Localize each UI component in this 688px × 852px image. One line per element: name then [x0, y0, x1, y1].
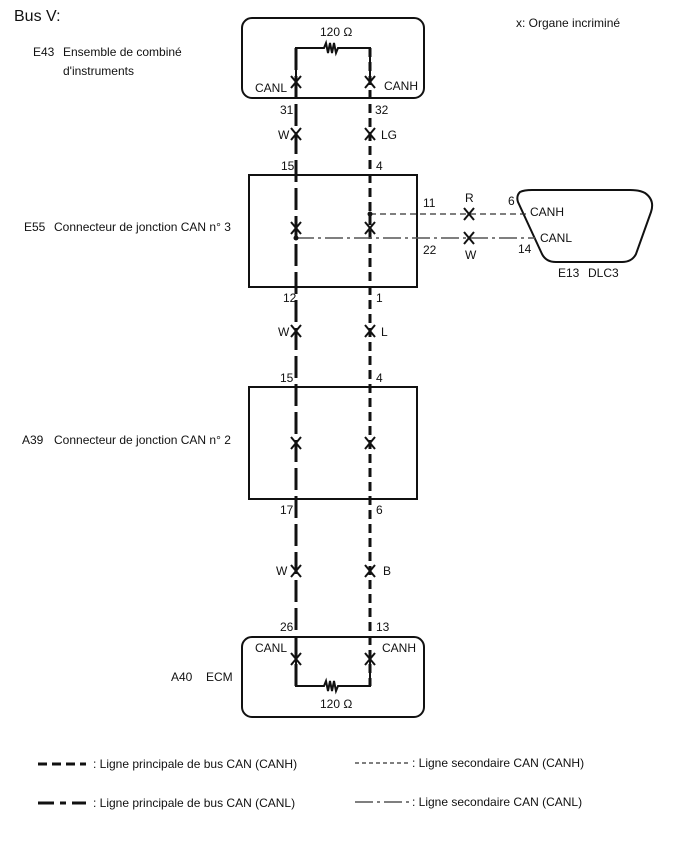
x-marker — [290, 564, 302, 578]
wire-color-dlc-canh: R — [465, 191, 474, 205]
a40-resistor-label: 120 Ω — [320, 697, 353, 711]
wire-color-canl-3: W — [276, 564, 288, 578]
e43-resistor — [295, 39, 371, 82]
a39-name: Connecteur de jonction CAN n° 2 — [54, 433, 231, 447]
x-marker — [364, 436, 376, 450]
e55-pin-top-canh: 4 — [376, 159, 383, 173]
a39-box — [248, 386, 418, 500]
legend-main-canl: : Ligne principale de bus CAN (CANL) — [93, 796, 296, 810]
x-marker — [290, 324, 302, 338]
e55-name: Connecteur de jonction CAN n° 3 — [54, 220, 231, 234]
a40-pin-canl: 26 — [280, 620, 294, 634]
x-marker — [364, 75, 376, 89]
a40-canl-label: CANL — [255, 641, 288, 655]
e43-pin-canl: 31 — [280, 103, 294, 117]
wire-color-canl-1: W — [278, 128, 290, 142]
e55-pin-bot-canl: 12 — [283, 291, 297, 305]
e55-box — [248, 174, 418, 288]
e55-pin-bot-canh: 1 — [376, 291, 383, 305]
diagram-title: Bus V: — [14, 8, 61, 25]
wire-color-dlc-canl: W — [465, 248, 477, 262]
a39-code: A39 — [22, 433, 44, 447]
x-marker — [290, 436, 302, 450]
wire-color-canh-1: LG — [381, 128, 398, 142]
e55-pin-out-canl: 22 — [423, 243, 437, 257]
e13-name: DLC3 — [588, 266, 619, 280]
a40-code: A40 — [171, 670, 193, 684]
fault-markers — [290, 75, 475, 666]
e13-code: E13 — [558, 266, 580, 280]
e55-pin-top-canl: 15 — [281, 159, 295, 173]
legend-main-canh: : Ligne principale de bus CAN (CANH) — [93, 757, 298, 771]
a39-pin-top-canl: 15 — [280, 371, 294, 385]
a40-pin-canh: 13 — [376, 620, 390, 634]
e13-pin-canh: 6 — [508, 194, 515, 208]
a40-canh-label: CANH — [382, 641, 417, 655]
x-marker — [290, 652, 302, 666]
e43-canl-label: CANL — [255, 81, 288, 95]
a39-pin-top-canh: 4 — [376, 371, 383, 385]
wire-color-canl-2: W — [278, 325, 290, 339]
legend-sec-canl: : Ligne secondaire CAN (CANL) — [412, 795, 583, 809]
splice-canh — [367, 211, 373, 217]
e43-pin-canh: 32 — [375, 103, 389, 117]
a40-box — [241, 636, 425, 718]
wire-color-canh-3: B — [383, 564, 392, 578]
e13-canl-label: CANL — [540, 231, 573, 245]
dlc3-connector — [516, 189, 654, 263]
e13-pin-canl: 14 — [518, 242, 532, 256]
x-marker — [364, 652, 376, 666]
e43-canh-label: CANH — [384, 79, 419, 93]
a40-name: ECM — [206, 670, 233, 684]
x-marker — [463, 207, 475, 221]
e43-code: E43 — [33, 45, 55, 59]
x-marker — [364, 221, 376, 235]
x-marker — [364, 127, 376, 141]
a39-pin-bot-canh: 6 — [376, 503, 383, 517]
x-marker — [463, 231, 475, 245]
splice-canl — [293, 235, 299, 241]
wire-color-canh-2: L — [381, 325, 388, 339]
x-marker — [290, 127, 302, 141]
e43-box — [241, 17, 425, 99]
x-marker — [290, 221, 302, 235]
x-marker — [364, 324, 376, 338]
x-marker — [364, 564, 376, 578]
e55-pin-out-canh: 11 — [423, 196, 436, 210]
fault-note: x: Organe incriminé — [516, 16, 621, 30]
e43-resistor-label: 120 Ω — [320, 25, 353, 39]
e55-code: E55 — [24, 220, 46, 234]
legend-sec-canh: : Ligne secondaire CAN (CANH) — [412, 756, 585, 770]
x-marker — [290, 75, 302, 89]
e43-name-line2: d'instruments — [63, 64, 134, 78]
e13-canh-label: CANH — [530, 205, 565, 219]
e43-name-line1: Ensemble de combiné — [63, 45, 182, 59]
a39-pin-bot-canl: 17 — [280, 503, 294, 517]
a40-resistor — [295, 656, 371, 695]
